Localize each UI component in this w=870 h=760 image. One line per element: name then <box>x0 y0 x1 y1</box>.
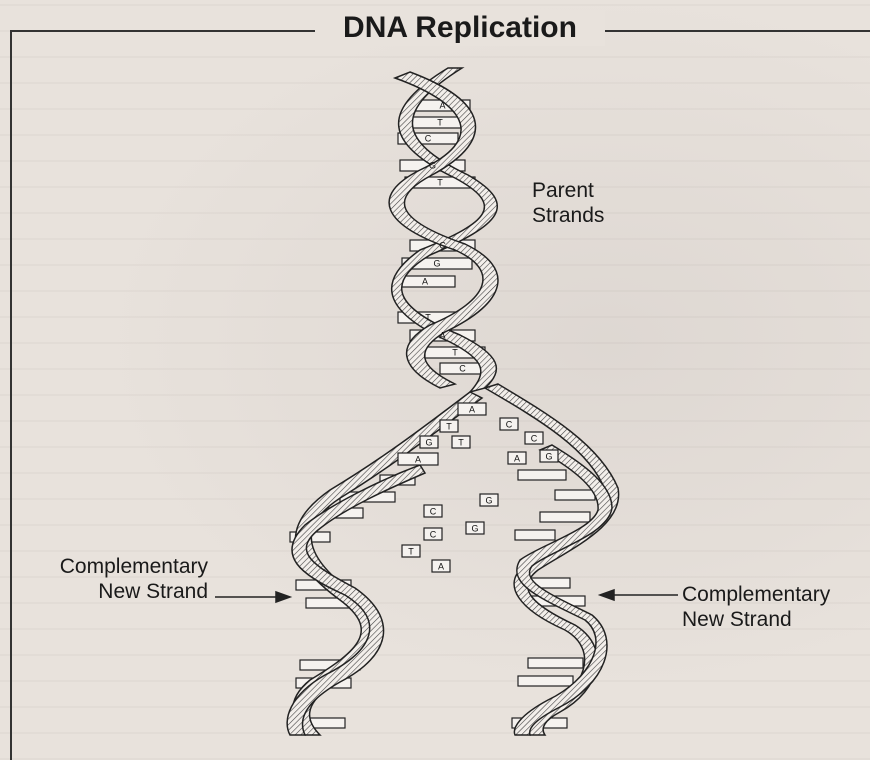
left-new-strand-label-line2: New Strand <box>8 579 208 604</box>
base-pair-rung <box>540 512 590 522</box>
parent-base-letter: T <box>452 348 458 358</box>
parent-base-letter: G <box>433 259 440 269</box>
pointer-arrows <box>215 590 678 602</box>
parent-base-letter: A <box>439 331 445 341</box>
free-base-letter: T <box>408 547 414 557</box>
free-base-letter: G <box>471 524 478 534</box>
base-pair-rung <box>518 676 573 686</box>
free-base-letter: C <box>430 530 437 540</box>
base-pair-rung <box>518 470 566 480</box>
free-base-letter: A <box>438 562 444 572</box>
right-new-strand-label-line1: Complementary <box>682 582 830 607</box>
right-new-strand-label-line2: New Strand <box>682 607 830 632</box>
parent-strands-label-line1: Parent <box>532 178 604 203</box>
base-pair-rung <box>555 490 595 500</box>
free-base-letter: A <box>415 455 421 465</box>
right-arrowhead <box>600 590 614 600</box>
free-base-letter: G <box>545 452 552 462</box>
parent-strands-label: Parent Strands <box>532 178 604 228</box>
parent-base-letter: A <box>422 277 428 287</box>
left-arrowhead <box>276 592 290 602</box>
parent-base-letter: C <box>459 364 466 374</box>
parent-base-letter: T <box>437 178 443 188</box>
free-base-letter: C <box>430 507 437 517</box>
free-base-letter: G <box>485 496 492 506</box>
free-base-letter: A <box>469 405 475 415</box>
parent-base-letter: A <box>439 101 445 111</box>
parent-base-letter: C <box>439 241 446 251</box>
parent-strands-label-line2: Strands <box>532 203 604 228</box>
free-base-letter: T <box>458 438 464 448</box>
parent-base-letter: T <box>425 313 431 323</box>
left-new-strand-label: Complementary New Strand <box>8 554 208 604</box>
parent-base-letter: T <box>437 118 443 128</box>
free-base-letter: C <box>531 434 538 444</box>
base-pair-rung <box>515 530 555 540</box>
free-base-letter: T <box>446 422 452 432</box>
parent-base-letter: C <box>425 134 432 144</box>
parent-base-letter: G <box>429 161 436 171</box>
free-base-letter: A <box>514 454 520 464</box>
free-base-letter: C <box>506 420 513 430</box>
base-pair-rung <box>528 658 583 668</box>
right-new-strand-label: Complementary New Strand <box>682 582 830 632</box>
left-new-strand-label-line1: Complementary <box>8 554 208 579</box>
free-base-letter: G <box>425 438 432 448</box>
right-new-strand <box>514 445 612 735</box>
